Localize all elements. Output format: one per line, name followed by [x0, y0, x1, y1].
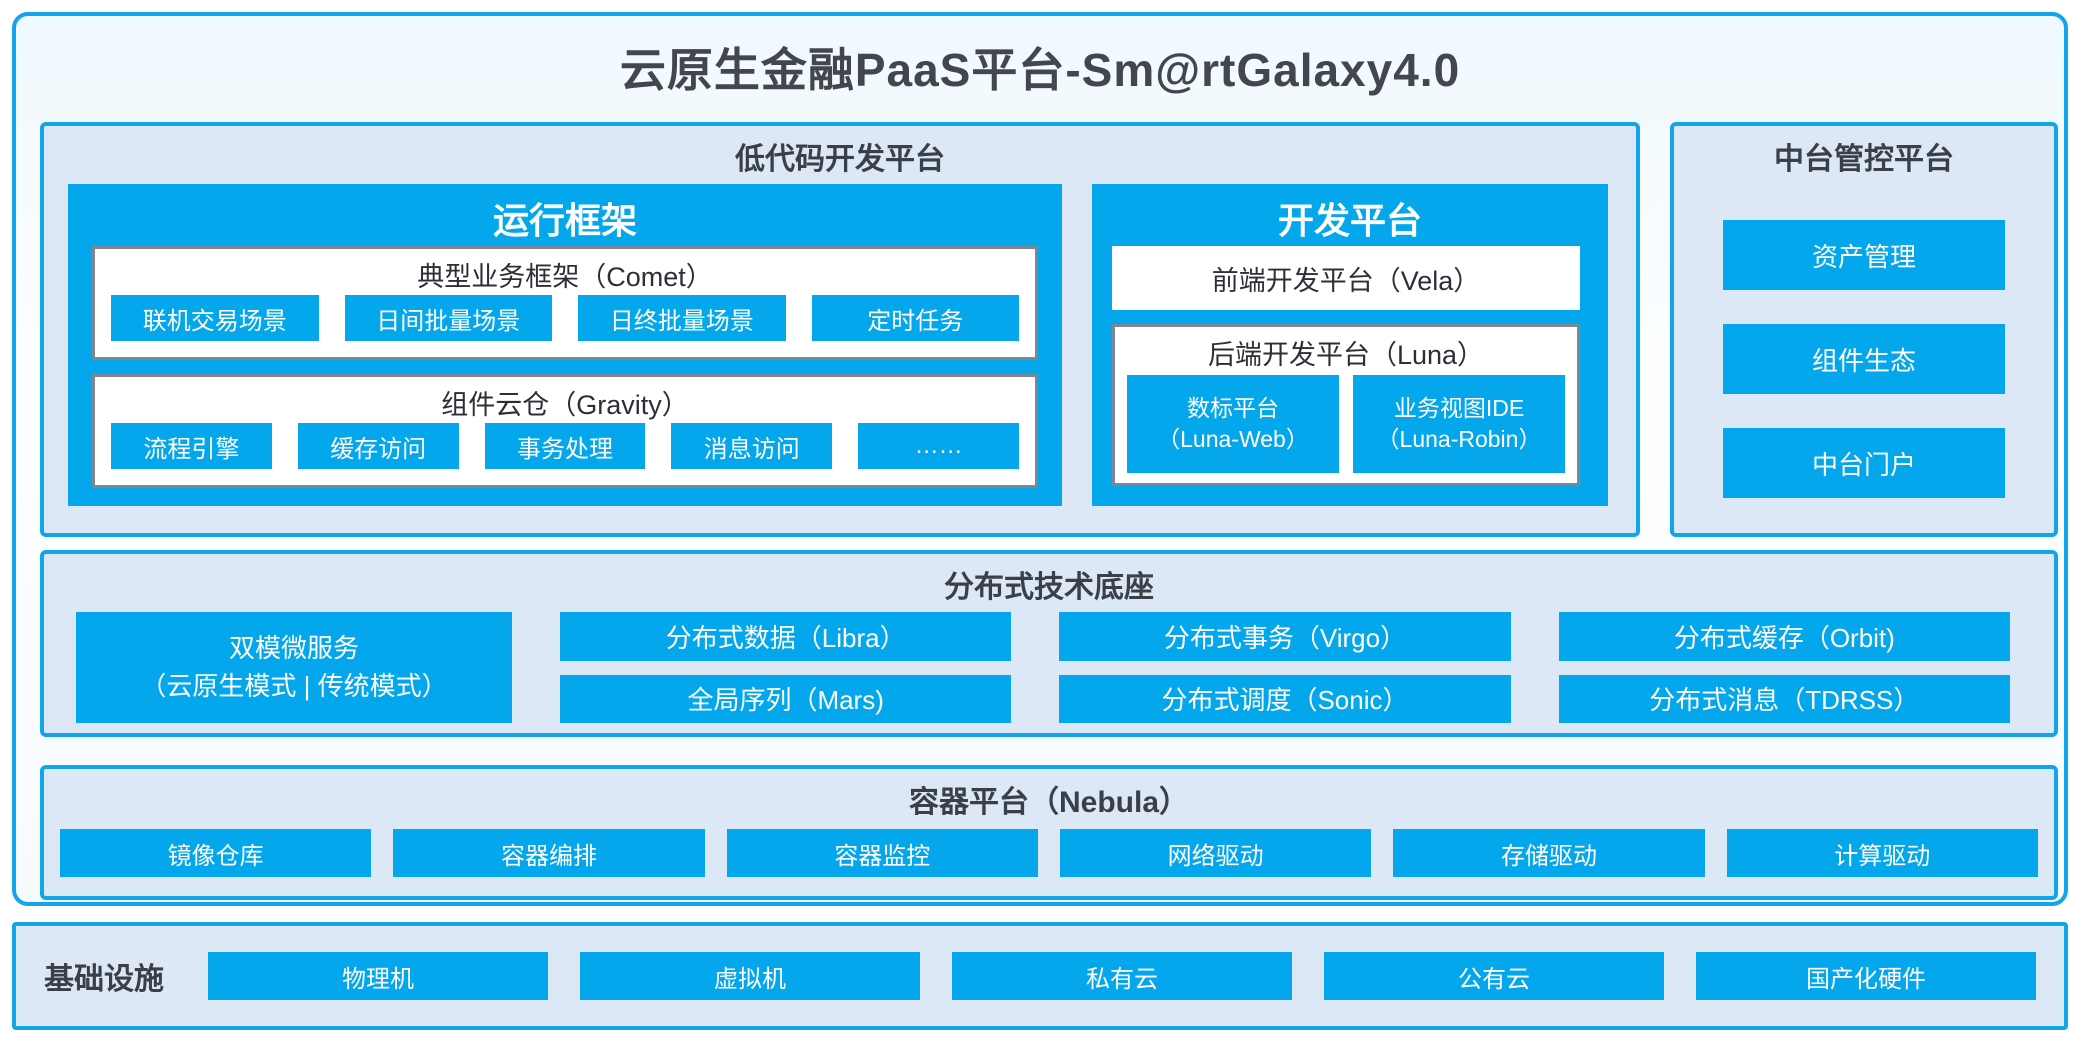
container-platform-title: 容器平台（Nebula） — [908, 786, 1190, 819]
vela-frontend-box: 前端开发平台（Vela） — [1112, 246, 1580, 310]
vela-frontend-label: 前端开发平台（Vela） — [1211, 265, 1481, 296]
dev-platform-panel: 开发平台 前端开发平台（Vela） 后端开发平台（Luna） 数标平台 （Lun… — [1092, 184, 1608, 506]
gravity-title: 组件云仓（Gravity） — [441, 390, 689, 420]
gravity-tile-row: 流程引擎 缓存访问 事务处理 消息访问 …… — [111, 423, 1019, 469]
tile-storage-driver: 存储驱动 — [1393, 829, 1705, 877]
infrastructure-label: 基础设施 — [44, 963, 164, 996]
luna-title: 后端开发平台（Luna） — [1207, 340, 1485, 370]
tile-scheduled-task: 定时任务 — [811, 295, 1019, 341]
tile-asset-management: 资产管理 — [1723, 220, 2005, 290]
tile-network-driver: 网络驱动 — [1059, 829, 1372, 877]
tile-private-cloud: 私有云 — [952, 952, 1292, 1000]
tile-luna-web: 数标平台 （Luna-Web） — [1127, 375, 1339, 473]
tile-component-ecosystem: 组件生态 — [1723, 324, 2005, 394]
runtime-framework-panel: 运行框架 典型业务框架（Comet） 联机交易场景 日间批量场景 日终批量场景 … — [68, 184, 1062, 506]
tile-cache-access: 缓存访问 — [297, 423, 459, 469]
platform-architecture-card: 云原生金融PaaS平台-Sm@rtGalaxy4.0 低代码开发平台 运行框架 … — [12, 12, 2068, 906]
tile-daytime-batch: 日间批量场景 — [344, 295, 552, 341]
distributed-column-2: 分布式事务（Virgo） 分布式调度（Sonic） — [1059, 612, 1511, 723]
low-code-platform-title: 低代码开发平台 — [735, 143, 945, 176]
tile-distributed-scheduling-sonic: 分布式调度（Sonic） — [1059, 674, 1511, 723]
tile-image-repository: 镜像仓库 — [60, 829, 372, 877]
tile-distributed-message-tdrss: 分布式消息（TDRSS） — [1558, 674, 2010, 723]
tile-endofday-batch: 日终批量场景 — [578, 295, 786, 341]
distributed-column-3: 分布式缓存（Orbit) 分布式消息（TDRSS） — [1558, 612, 2010, 723]
tile-distributed-data-libra: 分布式数据（Libra） — [560, 612, 1012, 661]
dual-mode-line2: （云原生模式 | 传统模式） — [140, 670, 448, 701]
mid-platform-title: 中台管控平台 — [1774, 143, 1954, 176]
container-tile-row: 镜像仓库 容器编排 容器监控 网络驱动 存储驱动 计算驱动 — [60, 829, 2038, 877]
tile-online-transaction: 联机交易场景 — [111, 295, 319, 341]
tile-distributed-transaction-virgo: 分布式事务（Virgo） — [1059, 612, 1511, 661]
tile-virtual-machine: 虚拟机 — [580, 952, 920, 1000]
luna-backend-box: 后端开发平台（Luna） 数标平台 （Luna-Web） 业务视图IDE （Lu… — [1112, 324, 1580, 486]
distributed-column-1: 分布式数据（Libra） 全局序列（Mars) — [560, 612, 1012, 723]
distributed-base-title: 分布式技术底座 — [944, 571, 1154, 604]
section-distributed-tech-base: 分布式技术底座 双模微服务 （云原生模式 | 传统模式） 分布式数据（Libra… — [40, 550, 2058, 737]
tile-distributed-cache-orbit: 分布式缓存（Orbit) — [1558, 612, 2010, 661]
tile-dual-mode-microservice: 双模微服务 （云原生模式 | 传统模式） — [76, 612, 512, 723]
tile-transaction-processing: 事务处理 — [484, 423, 646, 469]
tile-container-orchestration: 容器编排 — [393, 829, 705, 877]
luna-web-line2: （Luna-Web） — [1157, 426, 1309, 452]
dual-mode-line1: 双模微服务 — [228, 632, 359, 663]
tile-container-monitoring: 容器监控 — [726, 829, 1038, 877]
gravity-component-warehouse-box: 组件云仓（Gravity） 流程引擎 缓存访问 事务处理 消息访问 …… — [92, 374, 1038, 488]
distributed-content-row: 双模微服务 （云原生模式 | 传统模式） 分布式数据（Libra） 全局序列（M… — [76, 612, 2010, 723]
luna-robin-line1: 业务视图IDE — [1393, 394, 1525, 421]
section-mid-platform-control: 中台管控平台 资产管理 组件生态 中台门户 — [1670, 122, 2058, 537]
tile-ellipsis: …… — [858, 423, 1019, 469]
tile-physical-machine: 物理机 — [208, 952, 548, 1000]
tile-compute-driver: 计算驱动 — [1726, 829, 2038, 877]
luna-web-line1: 数标平台 — [1187, 394, 1279, 421]
luna-tile-row: 数标平台 （Luna-Web） 业务视图IDE （Luna-Robin） — [1127, 375, 1565, 473]
tile-global-sequence-mars: 全局序列（Mars) — [560, 674, 1012, 723]
tile-public-cloud: 公有云 — [1324, 952, 1664, 1000]
tile-luna-robin: 业务视图IDE （Luna-Robin） — [1353, 375, 1565, 473]
comet-business-framework-box: 典型业务框架（Comet） 联机交易场景 日间批量场景 日终批量场景 定时任务 — [92, 246, 1038, 360]
comet-tile-row: 联机交易场景 日间批量场景 日终批量场景 定时任务 — [111, 295, 1019, 341]
dev-platform-title: 开发平台 — [1277, 200, 1422, 241]
section-infrastructure: 基础设施 物理机 虚拟机 私有云 公有云 国产化硬件 — [12, 922, 2068, 1030]
runtime-framework-title: 运行框架 — [492, 200, 637, 241]
section-low-code-platform: 低代码开发平台 运行框架 典型业务框架（Comet） 联机交易场景 日间批量场景… — [40, 122, 1640, 537]
page-title: 云原生金融PaaS平台-Sm@rtGalaxy4.0 — [619, 44, 1461, 96]
tile-mid-platform-portal: 中台门户 — [1723, 428, 2005, 498]
section-container-platform: 容器平台（Nebula） 镜像仓库 容器编排 容器监控 网络驱动 存储驱动 计算… — [40, 765, 2058, 900]
luna-robin-line2: （Luna-Robin） — [1376, 426, 1542, 452]
tile-process-engine: 流程引擎 — [111, 423, 272, 469]
comet-title: 典型业务框架（Comet） — [417, 262, 713, 292]
tile-domestic-hardware: 国产化硬件 — [1696, 952, 2036, 1000]
tile-message-access: 消息访问 — [671, 423, 833, 469]
